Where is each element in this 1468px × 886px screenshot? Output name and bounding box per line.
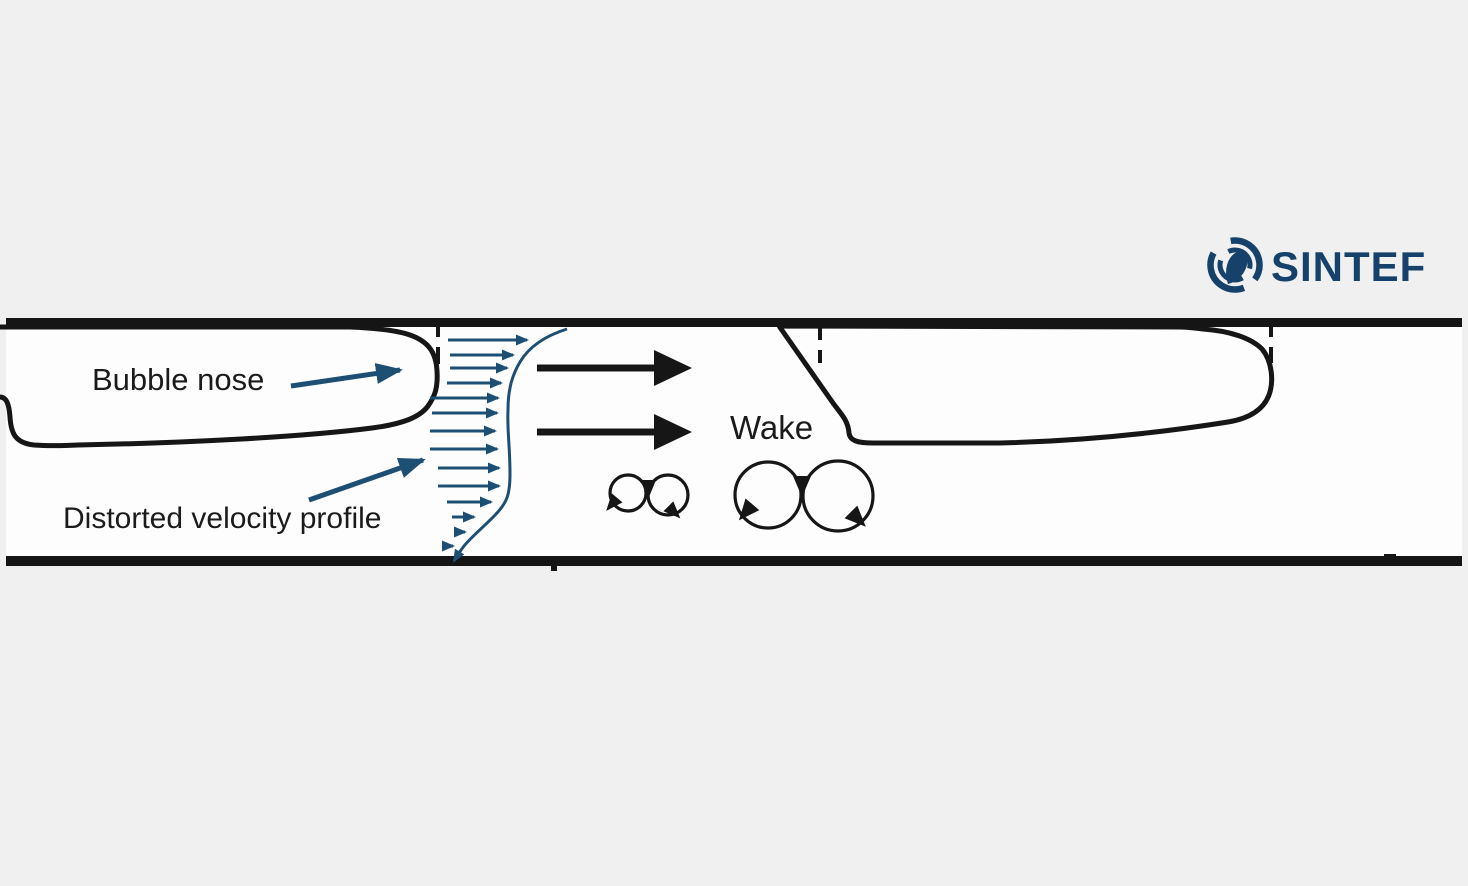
wake-vortices [606,459,875,533]
annotation-arrows [290,363,426,503]
velocity-profile-pointer-arrow [308,457,426,503]
distorted-velocity-profile-label: Distorted velocity profile [63,502,381,535]
flow-arrow-icon [537,350,692,386]
velocity-profile-envelope [452,327,568,563]
sintef-logo-text: SINTEF [1271,243,1426,290]
sintef-logo-comma [1226,251,1248,284]
flow-direction-arrows [537,350,692,450]
bottom-wall-tick [1384,554,1396,565]
small-vortex-pair-icon [606,473,690,519]
large-vortex-pair-icon [733,459,875,533]
pipe-interior [6,322,1462,562]
velocity-profile [430,327,568,563]
pipe-bottom-wall [6,556,1462,566]
left-bubble-outline [0,324,440,449]
bottom-wall-tick [551,562,557,571]
dashed-reference-lines [436,320,1273,369]
wake-label: Wake [730,409,813,446]
flow-arrow-icon [537,414,692,450]
pipe [0,318,1462,571]
bubble-nose-pointer-arrow [290,363,403,389]
bubble-nose-label: Bubble nose [92,362,264,397]
pipe-top-wall [6,318,1462,327]
sintef-logo: SINTEF [1207,237,1426,293]
right-bubble-outline [776,323,1275,446]
sintef-logo-icon [1207,237,1263,293]
